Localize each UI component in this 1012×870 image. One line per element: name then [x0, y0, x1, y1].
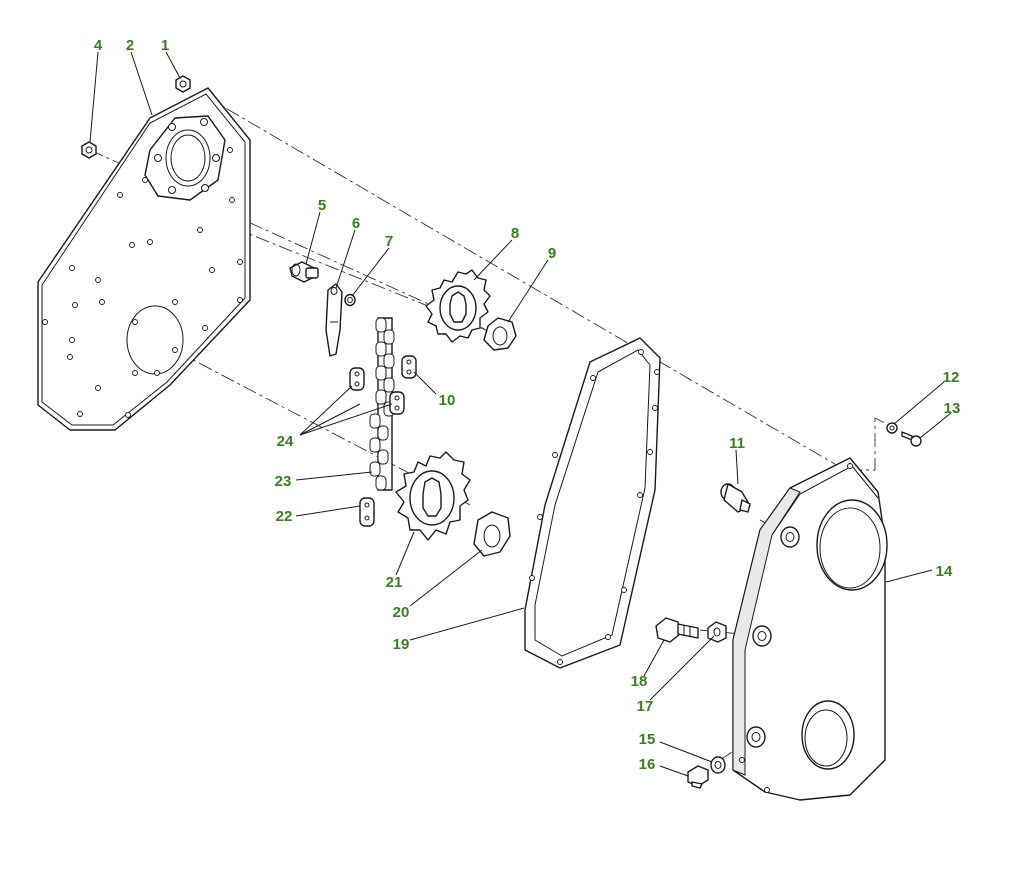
drain-plug-part-16: [687, 765, 709, 789]
upper-sprocket: [425, 269, 491, 343]
callout-8: 8: [511, 225, 519, 242]
screw-part-13: [901, 431, 922, 447]
callout-2: 2: [126, 37, 134, 54]
back-plate: [37, 87, 251, 431]
callout-12: 12: [943, 369, 960, 386]
callout-11: 11: [729, 435, 745, 452]
callout-19: 19: [393, 636, 410, 653]
leader-lines: [89, 51, 952, 777]
callout-23: 23: [275, 473, 292, 490]
bolt-part-18: [655, 617, 699, 643]
callout-9: 9: [548, 245, 556, 262]
connecting-link-24: [349, 367, 405, 415]
tensioner-arm: [325, 283, 343, 357]
sprocket-nut-lower: [473, 511, 511, 557]
callout-18: 18: [631, 673, 648, 690]
callout-16: 16: [639, 756, 656, 773]
washer-part-12: [886, 422, 898, 434]
roller-chain: [369, 317, 395, 491]
gasket: [524, 337, 661, 669]
nut-part-4: [81, 141, 97, 159]
callout-14: 14: [936, 563, 953, 580]
callout-13: 13: [944, 400, 961, 417]
connecting-link-22: [359, 497, 375, 527]
callout-7: 7: [385, 233, 393, 250]
breather-plug: [720, 483, 751, 513]
callout-10: 10: [439, 392, 456, 409]
sprocket-nut-upper: [483, 317, 517, 351]
callout-1: 1: [161, 37, 169, 54]
callout-22: 22: [276, 508, 293, 525]
callout-17: 17: [637, 698, 654, 715]
washer-part-15: [710, 756, 726, 774]
callout-4: 4: [94, 37, 103, 54]
lower-sprocket: [395, 451, 471, 541]
nut-part-1: [175, 75, 191, 93]
callout-21: 21: [386, 574, 403, 591]
chain-case-cover: [732, 457, 888, 801]
connecting-link-10: [401, 355, 417, 379]
callout-24: 24: [277, 433, 294, 450]
callout-20: 20: [393, 604, 410, 621]
callout-6: 6: [352, 215, 360, 232]
shaft-pin: [289, 261, 319, 283]
washer-part-7: [344, 293, 356, 307]
callout-15: 15: [639, 731, 656, 748]
callout-5: 5: [318, 197, 326, 214]
